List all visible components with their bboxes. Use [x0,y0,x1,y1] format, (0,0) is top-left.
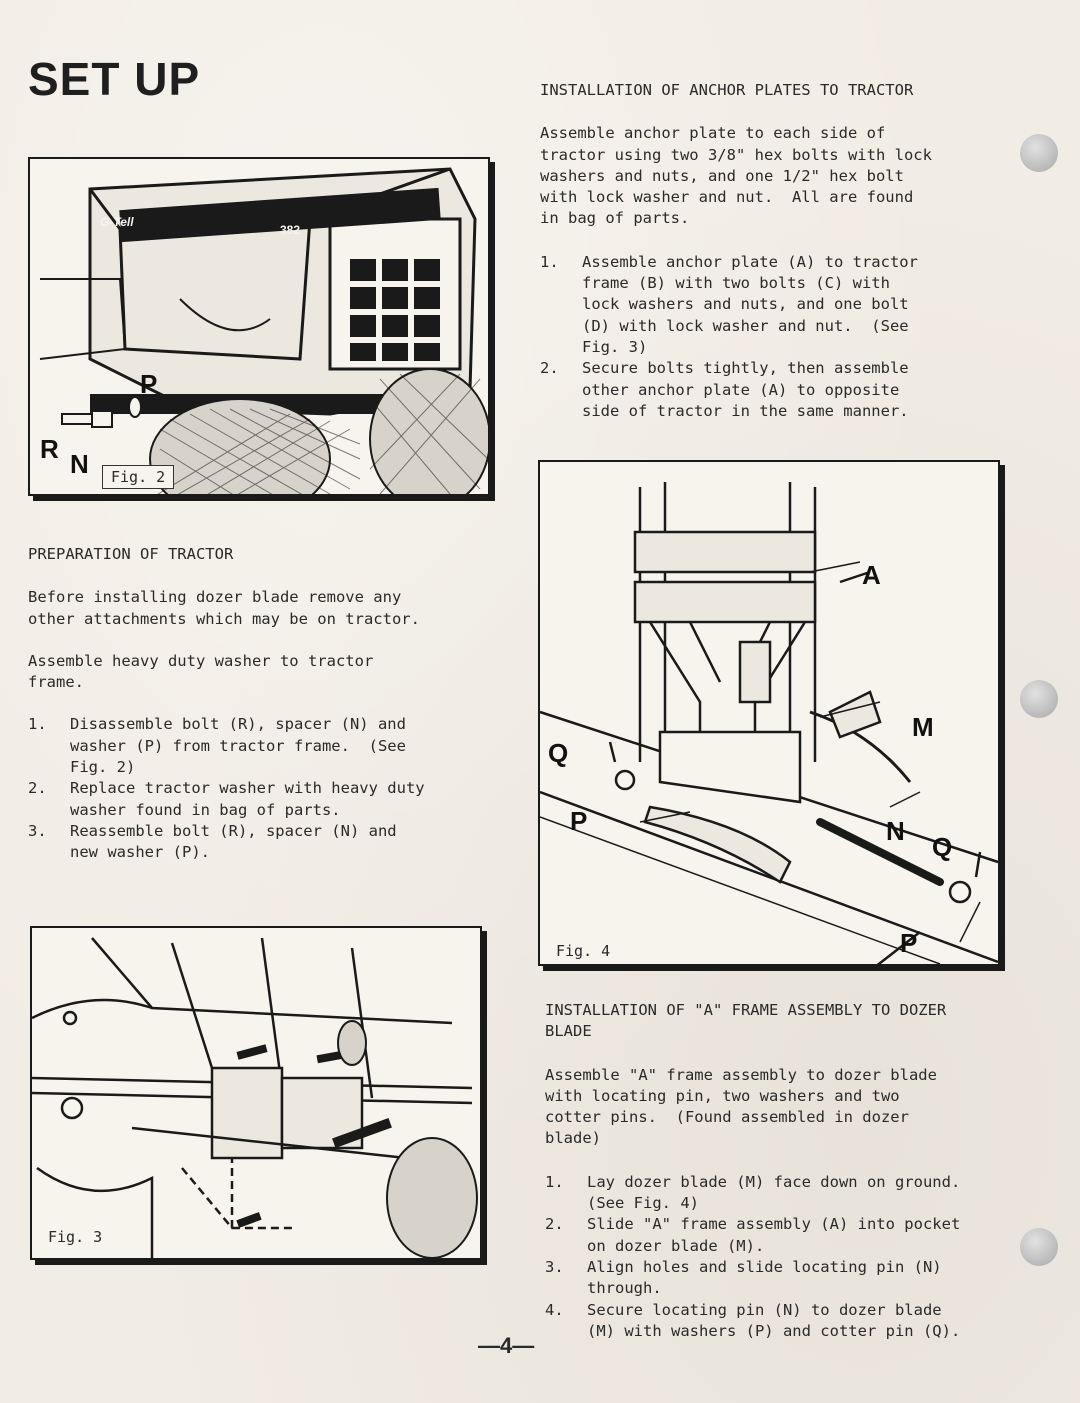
step-number: 1. [545,1172,564,1191]
step-number: 2. [540,359,559,378]
step-number: 1. [540,252,559,271]
fig4-callout-p-left: P [570,806,588,836]
a-frame-section: INSTALLATION OF "A" FRAME ASSEMBLY TO DO… [545,1000,1025,1342]
step-text: Align holes and slide locating pin (N) t… [587,1257,942,1298]
fig4-callout-q-right: Q [932,832,953,862]
anchor-plates-steps: 1. Assemble anchor plate (A) to tractor f… [540,252,1020,422]
fig3-label: Fig. 3 [40,1226,111,1248]
a-frame-heading: INSTALLATION OF "A" FRAME ASSEMBLY TO DO… [545,1001,947,1041]
binder-hole-bottom [1020,1228,1058,1266]
fig4-label: Fig. 4 [548,940,619,962]
step-text: Assemble anchor plate (A) to tractor fra… [582,252,918,356]
figure-4-illustration [540,482,998,964]
preparation-section: PREPARATION OF TRACTOR Before installing… [28,544,498,864]
step-text: Secure locating pin (N) to dozer blade (… [587,1300,961,1340]
list-item: 1. Disassemble bolt (R), spacer (N) and w… [28,714,498,778]
step-number: 2. [28,779,47,798]
a-frame-para: Assemble "A" frame assembly to dozer bla… [545,1065,937,1148]
step-number: 3. [28,821,47,840]
step-text: Reassemble bolt (R), spacer (N) and new … [70,821,397,862]
binder-hole-middle [1020,680,1058,718]
anchor-plates-section: INSTALLATION OF ANCHOR PLATES TO TRACTOR… [540,80,1020,422]
a-frame-steps: 1. Lay dozer blade (M) face down on groun… [545,1172,1025,1342]
preparation-para-2: Assemble heavy duty washer to tractor fr… [28,651,374,692]
step-number: 4. [545,1300,564,1319]
fig4-callout-q-left: Q [548,738,569,768]
fig2-callout-p: P [140,369,158,399]
figure-3-anchor-plate: Fig. 3 [30,926,482,1260]
fig2-callout-r: R [40,434,59,464]
binder-hole-top [1020,134,1058,172]
list-item: 4. Secure locating pin (N) to dozer blade… [545,1300,1025,1343]
figure-4-a-frame-dozer: A M Q P N Q P Fig. 4 [538,460,1000,966]
figure-2-tractor-front: P R N G-Tell 382 Fig. 2 [28,157,490,496]
list-item: 2. Secure bolts tightly, then assemble ot… [540,358,1020,422]
preparation-heading: PREPARATION OF TRACTOR [28,545,234,563]
fig2-model: 382 [280,223,301,237]
page-title: SET UP [28,53,201,105]
preparation-para-1: Before installing dozer blade remove any… [28,588,420,628]
figure-2-illustration [39,167,488,494]
step-text: Secure bolts tightly, then assemble othe… [582,359,909,420]
fig4-callout-n: N [886,816,905,846]
list-item: 2. Slide "A" frame assembly (A) into pock… [545,1214,1025,1257]
fig4-callout-m: M [912,712,934,742]
step-text: Replace tractor washer with heavy duty w… [70,779,425,819]
step-number: 1. [28,715,47,734]
step-number: 2. [545,1215,564,1234]
step-number: 3. [545,1257,564,1276]
anchor-plates-para: Assemble anchor plate to each side of tr… [540,124,932,228]
list-item: 1. Lay dozer blade (M) face down on groun… [545,1172,1025,1215]
page-number: —4— [478,1333,535,1358]
anchor-plates-heading: INSTALLATION OF ANCHOR PLATES TO TRACTOR [540,81,914,99]
step-text: Slide "A" frame assembly (A) into pocket… [587,1215,961,1255]
figure-3-illustration [32,937,478,1258]
list-item: 3. Reassemble bolt (R), spacer (N) and ne… [28,821,498,864]
fig2-callout-n: N [70,449,89,479]
fig2-label: Fig. 2 [102,465,175,489]
fig4-callout-p-right: P [900,928,918,958]
step-text: Lay dozer blade (M) face down on ground.… [587,1172,961,1213]
list-item: 2. Replace tractor washer with heavy duty… [28,778,498,821]
fig4-callout-a: A [862,560,881,590]
preparation-steps: 1. Disassemble bolt (R), spacer (N) and w… [28,714,498,863]
fig2-brand: G-Tell [100,215,134,229]
list-item: 1. Assemble anchor plate (A) to tractor f… [540,252,1020,358]
step-text: Disassemble bolt (R), spacer (N) and was… [70,715,406,777]
list-item: 3. Align holes and slide locating pin (N)… [545,1257,1025,1300]
